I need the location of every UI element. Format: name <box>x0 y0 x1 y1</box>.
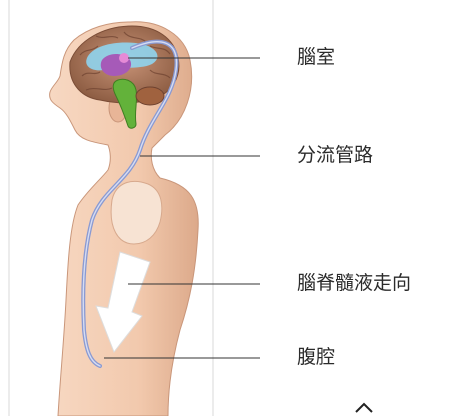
label-csf-flow: 腦脊髓液走向 <box>297 274 411 293</box>
ventricle-pink <box>119 53 129 63</box>
arm <box>111 181 162 244</box>
label-shunt-tube: 分流管路 <box>297 146 373 165</box>
label-abdominal-cavity: 腹腔 <box>297 348 335 367</box>
cerebellum <box>136 87 164 105</box>
label-ventricles: 腦室 <box>297 48 335 67</box>
corner-mark <box>356 404 372 412</box>
